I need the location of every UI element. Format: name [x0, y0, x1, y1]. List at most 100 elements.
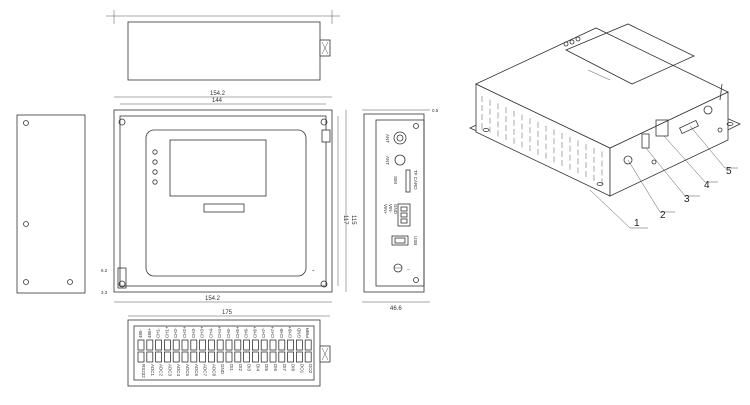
antenna-port-1 [393, 131, 407, 145]
led-2 [152, 159, 158, 165]
terminal-label-bottom: DI3 [247, 364, 252, 372]
label-ant-mid: ANT [385, 156, 390, 165]
terminal-label-bottom: DI6 [273, 364, 278, 372]
sim-slot [405, 169, 411, 193]
callout-1: 1 [634, 218, 640, 229]
terminal-label-bottom: ADC2 [159, 364, 164, 377]
terminal-label-top: CH6- [244, 327, 249, 338]
terminal-label-bottom: GND [220, 364, 225, 375]
terminal-label-top: CH5+ [235, 326, 240, 338]
terminal-pin-top [287, 339, 295, 351]
terminal-pin-bottom [146, 351, 154, 363]
terminal-pin-top [199, 339, 207, 351]
terminal-label-top: CH3+ [200, 326, 205, 338]
terminal-label-bottom: DI4 [255, 364, 260, 372]
terminal-label-top: CH4+ [217, 326, 222, 338]
terminal-pin-bottom [260, 351, 268, 363]
terminal-label-top: 485- [138, 328, 143, 338]
terminal-label-top: CH3- [191, 327, 196, 338]
terminal-label-top: CH7- [261, 327, 266, 338]
terminal-label-top: PWR [305, 327, 310, 338]
terminal-pin-bottom [287, 351, 295, 363]
svg-text:→: → [406, 266, 411, 271]
terminal-pin-bottom [137, 351, 145, 363]
label-tf: TF CARD [413, 170, 418, 190]
terminal-label-top: CH8+ [288, 326, 293, 338]
iso-power [655, 119, 669, 137]
terminal-pin-top [243, 339, 251, 351]
top-view [106, 10, 340, 81]
callout-4: 4 [704, 180, 710, 191]
power-terminal [397, 203, 411, 227]
terminal-pin-top [146, 339, 154, 351]
led-3 [152, 169, 158, 175]
terminal-label-bottom: ADC6 [194, 364, 199, 377]
terminal-pin-top [181, 339, 189, 351]
iso-usb [641, 133, 650, 149]
terminal-pin-top [269, 339, 277, 351]
terminal-label-top: CH2- [173, 327, 178, 338]
label-ant-top: ANT [385, 134, 390, 143]
iso-antenna [719, 83, 723, 101]
dim-depth: 46.6 [390, 306, 402, 312]
iso-vents [481, 96, 603, 185]
iso-antenna-port [703, 105, 713, 115]
terminal-pin-top [163, 339, 171, 351]
connector-side-view: 0.5 ANT ANT SIM TF CARD VIN+ VIN- GND US… [362, 108, 439, 312]
svg-text:⌁: ⌁ [312, 268, 315, 273]
dim-left-offset: 6.2 [101, 268, 108, 273]
terminal-pin-grid: 485-485+CH1-CH1+CH2-CH2+CH3-CH3+CH4-CH4+… [137, 326, 313, 378]
terminal-label-top: GND [296, 327, 301, 338]
terminal-pin-bottom [155, 351, 163, 363]
led-4 [152, 179, 158, 185]
terminal-label-top: CH5- [226, 327, 231, 338]
terminal-label-top: CH8- [279, 327, 284, 338]
terminal-pin-bottom [181, 351, 189, 363]
label-usb: USB [413, 236, 418, 245]
front-view: 154.2 144 117 115 6.2 3.3 154.2 [101, 91, 356, 303]
bottom-view: 175 485-485+CH1-CH1+CH2-CH2+CH3-CH3+CH4-… [127, 310, 331, 387]
terminal-label-top: CH7+ [270, 326, 275, 338]
terminal-label-top: CH1+ [164, 326, 169, 338]
dim-overall-width: 154.2 [210, 91, 226, 97]
dim-top: 0.5 [432, 108, 439, 113]
terminal-label-bottom: ADC5 [185, 364, 190, 377]
terminal-label-bottom: DI2 [238, 364, 243, 372]
iso-sim [679, 119, 699, 135]
label-vin-plus: VIN+ [383, 204, 388, 215]
antenna-port-2 [394, 154, 406, 166]
terminal-pin-bottom [190, 351, 198, 363]
iso-ground [623, 155, 633, 165]
left-side-view [16, 114, 86, 294]
terminal-pin-bottom [278, 351, 286, 363]
terminal-pin-top [190, 339, 198, 351]
terminal-pin-top [172, 339, 180, 351]
terminal-pin-top [137, 339, 145, 351]
terminal-label-bottom: DO2 [308, 364, 313, 374]
iso-top-face [475, 27, 729, 149]
terminal-pin-bottom [234, 351, 242, 363]
label-vin-minus: VIN- [388, 204, 393, 214]
terminal-label-bottom: DO1 [299, 364, 304, 374]
dim-inner-width: 144 [212, 98, 223, 104]
terminal-pin-bottom [295, 351, 303, 363]
dim-bottom-view-width: 175 [222, 310, 233, 316]
terminal-label-bottom: ADC3 [167, 364, 172, 377]
terminal-label-bottom: DI7 [282, 364, 287, 372]
terminal-label-bottom: ADC4 [176, 364, 181, 377]
dim-bottom-width: 154.2 [205, 296, 221, 302]
usb-port [391, 235, 409, 246]
led-1 [152, 149, 158, 155]
terminal-label-bottom: DI5 [264, 364, 269, 372]
terminal-pin-bottom [216, 351, 224, 363]
terminal-pin-top [207, 339, 215, 351]
terminal-label-top: CH6+ [252, 326, 257, 338]
terminal-pin-top [225, 339, 233, 351]
terminal-pin-bottom [163, 351, 171, 363]
terminal-pin-bottom [207, 351, 215, 363]
terminal-pin-bottom [269, 351, 277, 363]
terminal-label-bottom: ADC7 [203, 364, 208, 377]
terminal-pin-top [234, 339, 242, 351]
display-window [169, 139, 267, 197]
terminal-label-bottom: ADC1 [150, 364, 155, 377]
